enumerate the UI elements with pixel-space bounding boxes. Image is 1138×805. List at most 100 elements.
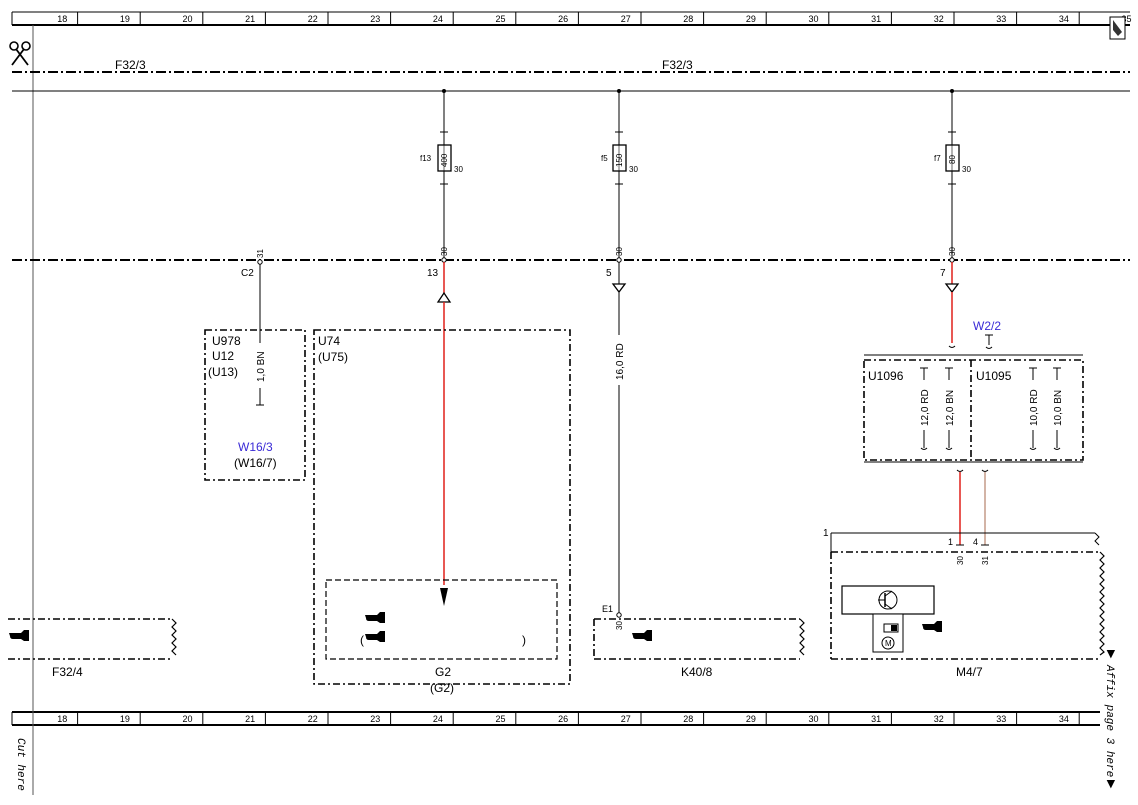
fuse-f13-terminal: 30 bbox=[454, 165, 463, 174]
ruler-bottom-label: 25 bbox=[495, 714, 505, 724]
circuit-f5: 150 f5 30 30 5 16,0 RD E1 30 bbox=[601, 89, 638, 630]
block-u978: 31 C2 U978 U12 (U13) 1,0 BN W16/3 (W16/7… bbox=[204, 249, 306, 481]
m47-term31: 31 bbox=[981, 556, 990, 565]
u1096-wire-a: 12,0 RD bbox=[920, 389, 931, 426]
u1095-wire-a: 10,0 RD bbox=[1029, 389, 1040, 426]
block-k40-8: K40/8 bbox=[593, 618, 805, 679]
fuse-f5-rating: 150 bbox=[615, 153, 624, 167]
u978-ref2: (W16/7) bbox=[234, 456, 277, 470]
ruler-bottom-label: 26 bbox=[558, 714, 568, 724]
ruler-bottom-label: 18 bbox=[57, 714, 67, 724]
g2-label: G2 bbox=[435, 665, 451, 679]
m47-pin4: 4 bbox=[973, 537, 978, 547]
u74-line2: (U75) bbox=[318, 350, 348, 364]
ruler-top-label: 29 bbox=[746, 14, 756, 24]
ruler-bottom-label: 20 bbox=[182, 714, 192, 724]
pin-7-label: 7 bbox=[940, 268, 946, 279]
ruler-top-label: 22 bbox=[308, 14, 318, 24]
ruler-bottom-label: 21 bbox=[245, 714, 255, 724]
ruler-bottom-label: 33 bbox=[996, 714, 1006, 724]
u1095-wire-b: 10,0 BN bbox=[1053, 390, 1064, 426]
pointing-hand-icon bbox=[9, 630, 29, 641]
ruler-bottom-label: 22 bbox=[308, 714, 318, 724]
ruler-top-label: 30 bbox=[808, 14, 818, 24]
k40-label: K40/8 bbox=[681, 665, 713, 679]
m47-pin-top: 1 bbox=[823, 528, 829, 539]
affix-arrow-top: ▶ bbox=[1105, 650, 1117, 659]
u74-line1: U74 bbox=[318, 334, 340, 348]
block-u1096-u1095: U1096 U1095 12,0 RD 12,0 BN 10,0 RD 10,0… bbox=[863, 354, 1084, 463]
ruler-top-label: 26 bbox=[558, 14, 568, 24]
cut-here-text: Cut here bbox=[14, 738, 26, 791]
u1096-label: U1096 bbox=[868, 369, 904, 383]
fuse-f7-rating: 80 bbox=[948, 155, 957, 164]
m47-label: M4/7 bbox=[956, 665, 983, 679]
fuse-f7-terminal: 30 bbox=[962, 165, 971, 174]
ruler-top-label: 31 bbox=[871, 14, 881, 24]
pointing-hand-icon bbox=[632, 630, 652, 641]
busbar-label-left: F32/3 bbox=[115, 58, 146, 72]
pointing-hand-icon bbox=[365, 612, 385, 623]
pin-5-label: 5 bbox=[606, 268, 612, 279]
k40-terminal: 30 bbox=[615, 621, 624, 630]
fuse-f5-id: f5 bbox=[601, 154, 608, 163]
u978-line1: U978 bbox=[212, 334, 241, 348]
circuit-f7: 80 f7 30 30 7 bbox=[934, 89, 971, 348]
block-g2: U74 (U75) ( ) G2 (G2) bbox=[313, 329, 571, 695]
u978-wire: 1,0 BN bbox=[256, 351, 267, 382]
u978-ref: W16/3 bbox=[238, 440, 273, 454]
ruler-top-label: 25 bbox=[495, 14, 505, 24]
g2-paren-open: ( bbox=[360, 633, 364, 647]
ruler-bottom-label: 23 bbox=[370, 714, 380, 724]
ruler-top-label: 34 bbox=[1059, 14, 1069, 24]
ruler-bottom-label: 29 bbox=[746, 714, 756, 724]
block-m4-7: 1 1 4 30 31 M M4/7 bbox=[823, 528, 1105, 679]
u1096-wire-b: 12,0 BN bbox=[945, 390, 956, 426]
ruler-bottom-label: 30 bbox=[808, 714, 818, 724]
ruler-bottom-label: 28 bbox=[683, 714, 693, 724]
pin-7-terminal: 30 bbox=[948, 247, 957, 256]
ruler-bottom-label: 24 bbox=[433, 714, 443, 724]
ref-w2-2: W2/2 bbox=[973, 319, 1001, 349]
g2-label2: (G2) bbox=[430, 681, 454, 695]
affix-arrow-bottom: ▶ bbox=[1105, 780, 1117, 789]
ruler-top-label: 32 bbox=[934, 14, 944, 24]
transistor-icon bbox=[878, 590, 898, 610]
page-corner-icon bbox=[1109, 16, 1126, 40]
ruler-top-label: 20 bbox=[182, 14, 192, 24]
affix-text: Affix page 3 here bbox=[1103, 664, 1115, 777]
scissors-icon bbox=[9, 41, 31, 66]
ruler-top-label: 23 bbox=[370, 14, 380, 24]
fuse-f7-id: f7 bbox=[934, 154, 941, 163]
ruler-top-label: 28 bbox=[683, 14, 693, 24]
ruler-bottom-label: 34 bbox=[1059, 714, 1069, 724]
ruler-bottom-label: 32 bbox=[934, 714, 944, 724]
ruler-top-label: 35 bbox=[1121, 14, 1131, 24]
ruler-top-label: 24 bbox=[433, 14, 443, 24]
m47-term30: 30 bbox=[956, 556, 965, 565]
pointing-hand-icon bbox=[922, 621, 942, 632]
g2-paren-close: ) bbox=[522, 633, 526, 647]
m47-pin1: 1 bbox=[948, 537, 953, 547]
motor-icon: M bbox=[881, 636, 895, 650]
u978-line2: U12 bbox=[212, 349, 234, 363]
f32-4-label: F32/4 bbox=[52, 665, 83, 679]
ruler-bottom-label: 31 bbox=[871, 714, 881, 724]
circuit-f13: 400 f13 30 30 13 bbox=[420, 89, 463, 606]
block-f32-4: F32/4 bbox=[8, 618, 177, 679]
u1095-label: U1095 bbox=[976, 369, 1012, 383]
ruler-top-label: 33 bbox=[996, 14, 1006, 24]
u978-line3: (U13) bbox=[208, 365, 238, 379]
busbar-label-right: F32/3 bbox=[662, 58, 693, 72]
pin-5-terminal: 30 bbox=[615, 247, 624, 256]
motor-label: M bbox=[885, 639, 892, 648]
fuse-f13-id: f13 bbox=[420, 154, 432, 163]
w2-2-label: W2/2 bbox=[973, 319, 1001, 333]
k40-pin-label: E1 bbox=[602, 604, 613, 614]
ruler-top-label: 18 bbox=[57, 14, 67, 24]
ruler-top-label: 21 bbox=[245, 14, 255, 24]
pin-13-terminal: 30 bbox=[440, 247, 449, 256]
